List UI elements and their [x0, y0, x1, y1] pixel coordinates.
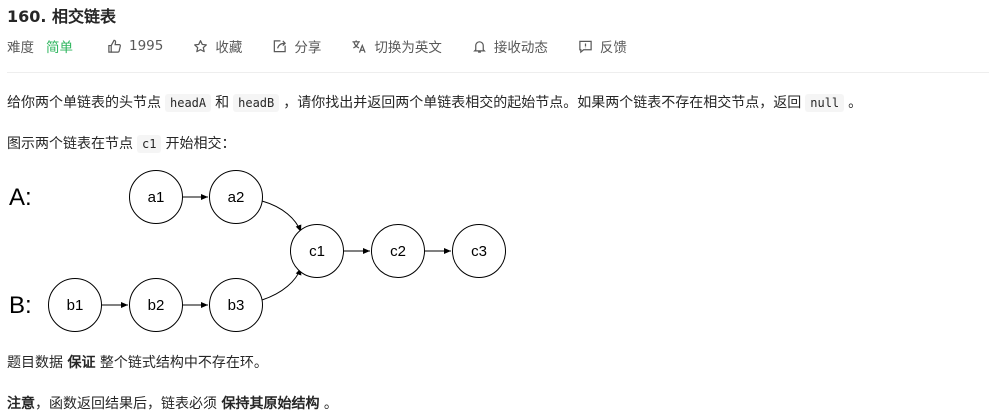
feedback-button[interactable]: 反馈	[578, 36, 627, 56]
text-segment: 题目数据	[7, 355, 63, 371]
difficulty-label: 难度	[7, 40, 34, 56]
node-c2-label: c2	[390, 243, 406, 260]
code-c1: c1	[137, 135, 162, 153]
text-segment: 给你两个单链表的头节点	[7, 95, 161, 111]
text-segment: 和	[215, 95, 230, 111]
share-icon	[272, 39, 287, 54]
node-c3-label: c3	[471, 243, 487, 260]
intersection-diagram: A: B: a1 a2 b1 b2 b3 c1 c2 c3	[9, 170, 506, 332]
bold-segment: 保证	[67, 355, 96, 371]
difficulty-value: 简单	[46, 40, 73, 56]
text-segment: 。	[323, 396, 338, 412]
share-button[interactable]: 分享	[272, 36, 321, 56]
like-button[interactable]: 1995	[107, 38, 163, 54]
notify-button[interactable]: 接收动态	[472, 36, 548, 56]
text-segment: 整个链式结构中不存在环。	[99, 355, 268, 371]
node-c1-label: c1	[309, 243, 325, 260]
edge-b3-c1	[261, 267, 302, 301]
bold-segment: 注意	[7, 396, 35, 412]
feedback-icon	[578, 39, 593, 54]
node-c2: c2	[371, 224, 425, 278]
notify-label: 接收动态	[493, 40, 548, 56]
problem-meta-bar: 难度 简单 1995 收藏 分享	[7, 36, 657, 56]
favorite-label: 收藏	[215, 40, 243, 56]
share-label: 分享	[294, 40, 322, 56]
node-c3: c3	[452, 224, 506, 278]
node-b2-label: b2	[148, 297, 165, 314]
code-headB: headB	[233, 94, 280, 112]
list-b-label: B:	[9, 292, 32, 319]
node-b3-label: b3	[228, 297, 245, 314]
node-a1-label: a1	[148, 189, 165, 206]
node-a2-label: a2	[228, 189, 245, 206]
node-c1: c1	[290, 224, 344, 278]
text-segment: ，请你找出并返回两个单链表相交的起始节点。如果两个链表不存在相交节点，返回	[283, 95, 802, 111]
node-b1-label: b1	[67, 297, 84, 314]
bold-segment: 保持其原始结构	[221, 396, 320, 412]
text-segment: 。	[848, 95, 863, 111]
translate-icon	[351, 39, 367, 54]
problem-title: 160. 相交链表	[7, 7, 117, 26]
text-segment: 图示两个链表在节点	[7, 136, 133, 152]
star-icon	[193, 39, 208, 54]
code-null: null	[805, 94, 845, 112]
header-divider	[7, 72, 989, 73]
edge-a2-c1	[261, 200, 302, 233]
thumbs-up-icon	[107, 39, 122, 54]
node-b1: b1	[48, 278, 102, 332]
node-b3: b3	[209, 278, 263, 332]
favorite-button[interactable]: 收藏	[193, 36, 242, 56]
bell-icon	[472, 39, 487, 54]
feedback-label: 反馈	[599, 40, 627, 56]
text-segment: 开始相交：	[165, 136, 236, 152]
switch-language-label: 切换为英文	[374, 40, 442, 56]
like-count: 1995	[129, 38, 164, 54]
node-a2: a2	[209, 170, 263, 224]
text-segment: ，函数返回结果后，链表必须	[35, 396, 217, 412]
list-a-label: A:	[9, 184, 32, 211]
description-paragraph-4: 注意，函数返回结果后，链表必须 保持其原始结构 。	[7, 393, 338, 413]
node-b2: b2	[129, 278, 183, 332]
switch-language-button[interactable]: 切换为英文	[351, 36, 442, 56]
code-headA: headA	[165, 94, 212, 112]
description-paragraph-3: 题目数据 保证 整个链式结构中不存在环。	[7, 352, 268, 372]
node-a1: a1	[129, 170, 183, 224]
